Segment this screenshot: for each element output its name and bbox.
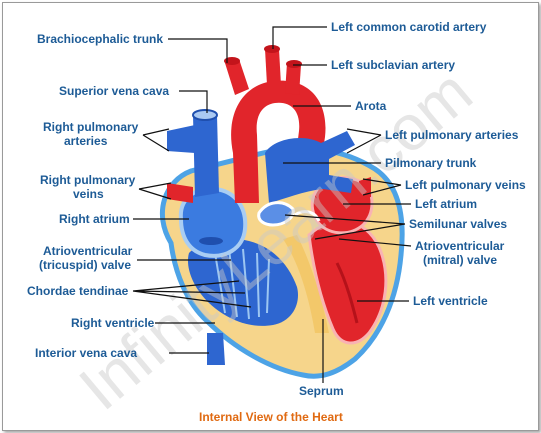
right-pulmonary-vein-vessels [167, 183, 193, 203]
left-labels: Brachiocephalic trunk Superior vena cava… [27, 32, 169, 360]
label-right-pulmonary-veins-1: Right pulmonary [40, 173, 136, 187]
pulmonary-trunk-vessel [265, 131, 355, 203]
left-common-carotid-vessel [265, 49, 281, 85]
label-semilunar-valves: Semilunar valves [409, 217, 507, 231]
brachiocephalic-opening [224, 57, 240, 65]
label-right-atrium: Right atrium [59, 212, 130, 226]
label-aorta: Arota [355, 99, 387, 113]
label-right-ventricle: Right ventricle [71, 316, 155, 330]
superior-vena-cava-opening [192, 109, 218, 121]
label-septum: Seprum [299, 384, 344, 398]
brachiocephalic-trunk-vessel [225, 59, 249, 95]
septum-band [283, 235, 329, 333]
papillary-muscle [335, 262, 359, 324]
semilunar-valve-pulmonary [257, 201, 295, 227]
heart-illustration [159, 45, 405, 379]
label-superior-vena-cava: Superior vena cava [59, 84, 169, 98]
heart-diagram: InfinityLearn.com Brachiocephalic trunk … [27, 20, 526, 424]
inferior-vena-cava [207, 333, 225, 365]
semilunar-valve-aortic [294, 210, 321, 222]
label-brachiocephalic-trunk: Brachiocephalic trunk [37, 32, 163, 46]
label-left-atrium: Left atrium [415, 197, 477, 211]
label-left-subclavian: Left subclavian artery [331, 58, 455, 72]
label-av-mitral-2: (mitral) valve [423, 253, 497, 267]
label-interior-vena-cava: Interior vena cava [35, 346, 137, 360]
label-left-ventricle: Left ventricle [413, 294, 488, 308]
label-left-pulmonary-veins: Left pulmonary veins [405, 178, 526, 192]
left-subclavian-opening [286, 60, 302, 68]
leader-lines [132, 26, 412, 383]
label-right-pulmonary-arteries-2: arteries [64, 134, 108, 148]
label-pulmonary-trunk: Pilmonary trunk [385, 156, 477, 170]
label-chordae-tendinae: Chordae tendinae [27, 284, 129, 298]
label-av-mitral-1: Atrioventricular [415, 239, 505, 253]
right-pulmonary-artery-vessels [167, 125, 195, 153]
aorta-arch [231, 80, 326, 203]
right-labels: Left common carotid artery Left subclavi… [299, 20, 526, 398]
superior-vena-cava [193, 115, 219, 197]
label-left-common-carotid: Left common carotid artery [331, 20, 487, 34]
label-right-pulmonary-veins-2: veins [73, 187, 104, 201]
left-common-carotid-opening [264, 45, 280, 53]
label-av-tricuspid-1: Atrioventricular [43, 244, 133, 258]
right-atrium-opening [199, 237, 223, 245]
left-subclavian-vessel [285, 63, 301, 95]
label-left-pulmonary-arteries: Left pulmonary arteries [385, 128, 519, 142]
figure-caption: Internal View of the Heart [199, 410, 343, 424]
label-av-tricuspid-2: (tricuspid) valve [39, 258, 131, 272]
label-right-pulmonary-arteries-1: Right pulmonary [43, 120, 139, 134]
